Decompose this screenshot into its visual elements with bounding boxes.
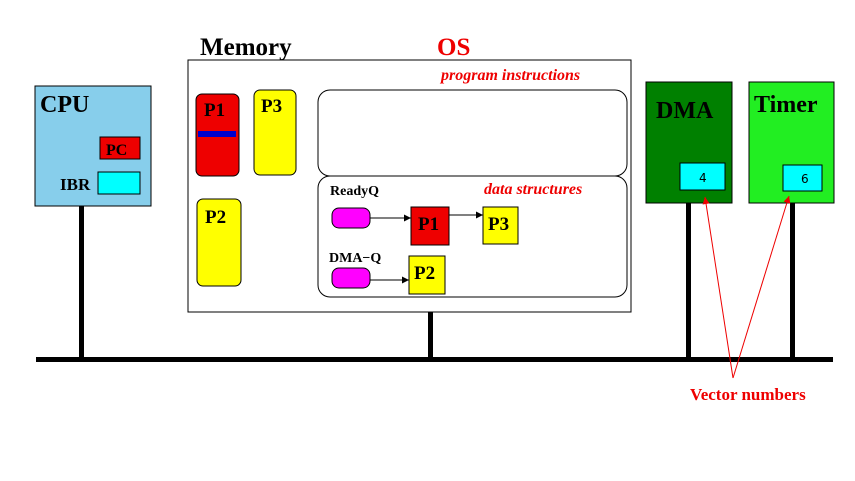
timer-title: Timer [754, 92, 818, 118]
memory-box: P1 P3 P2 program instructions data struc… [187, 59, 632, 313]
memory-title: Memory [200, 34, 292, 61]
dma-vector-register [679, 162, 726, 191]
dma-queue-item-p2-label: P2 [414, 263, 435, 284]
dma-vector-value: 4 [699, 171, 707, 185]
ready-queue-item-p3-label: P3 [488, 214, 509, 235]
data-structures-label: data structures [484, 181, 582, 198]
pc-label: PC [106, 142, 127, 159]
vector-arrow-to-dma [702, 196, 734, 379]
timer-bus-connector [790, 203, 795, 360]
ready-queue-item-p3 [482, 206, 519, 245]
cpu-box: CPU PC IBR [34, 85, 152, 207]
timer-vector-register [782, 164, 823, 192]
vector-arrow-to-timer [732, 195, 791, 379]
data-structures-region [317, 175, 628, 298]
process-p3-block [253, 89, 297, 176]
pc-register [99, 136, 141, 160]
dma-box: DMA 4 [645, 81, 733, 204]
dma-title: DMA [656, 98, 714, 124]
system-bus [36, 357, 833, 362]
vector-numbers-label: Vector numbers [690, 385, 806, 404]
dma-bus-connector [686, 203, 691, 360]
timer-box: Timer 6 [748, 81, 835, 204]
ibr-register [97, 171, 141, 195]
process-p2-label: P2 [205, 207, 226, 228]
cpu-title: CPU [40, 92, 89, 118]
ready-queue-item-p1-label: P1 [418, 214, 439, 235]
memory-bus-connector [428, 312, 433, 360]
ready-queue-label: ReadyQ [330, 184, 379, 199]
p1-instruction-marker [198, 131, 236, 137]
cpu-bus-connector [79, 206, 84, 360]
program-instructions-label: program instructions [439, 67, 580, 84]
dma-queue-item-p2 [408, 255, 446, 295]
process-p1-label: P1 [204, 100, 225, 121]
dma-queue-label: DMA−Q [329, 251, 381, 266]
program-instructions-region [317, 89, 628, 177]
process-p3-label: P3 [261, 96, 282, 117]
dma-queue-head [331, 267, 371, 289]
ibr-label: IBR [60, 175, 91, 194]
ready-queue-head [331, 207, 371, 229]
process-p2-block [196, 198, 242, 287]
os-title: OS [437, 34, 470, 61]
ready-queue-item-p1 [410, 206, 450, 246]
timer-vector-value: 6 [801, 172, 809, 186]
